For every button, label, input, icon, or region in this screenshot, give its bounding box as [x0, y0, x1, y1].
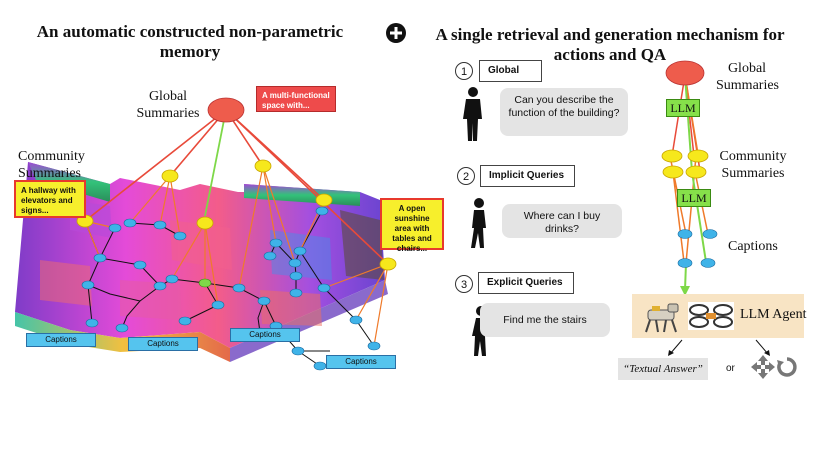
step-number: 3: [455, 275, 473, 293]
retrieval-path-green: [204, 109, 227, 217]
caption-box: Captions: [128, 337, 198, 351]
caption-box: Captions: [230, 328, 300, 342]
drone-icon: [688, 302, 734, 330]
community-to-caption-edges: [84, 165, 389, 347]
callout-global-summary: A multi-functional space with...: [256, 86, 336, 112]
global-to-community-edges: [84, 109, 389, 265]
llm-box-1: LLM: [666, 99, 700, 117]
global-summary-node: [207, 97, 245, 123]
left-community-summaries-label: Community Summaries: [18, 149, 85, 181]
right-global-summaries-label: Global Summaries: [716, 61, 779, 93]
rotate-icon: [776, 356, 798, 378]
callout-hallway: A hallway with elevators and signs...: [14, 180, 86, 218]
question-bubble-1: Can you describe the function of the bui…: [500, 88, 628, 136]
question-bubble-2: Where can I buy drinks?: [502, 204, 622, 238]
llm-agent-label: LLM Agent: [740, 307, 807, 322]
llm-box-2: LLM: [677, 189, 711, 207]
callout-sunshine-area: A open sunshine area with tables and cha…: [380, 198, 444, 253]
caption-box: Captions: [26, 333, 96, 347]
step-number: 2: [457, 167, 475, 185]
right-captions-label: Captions: [728, 239, 778, 254]
person-icon: [462, 86, 484, 142]
textual-answer-box: “Textual Answer”: [618, 358, 708, 380]
step-label-global: Global: [479, 60, 542, 82]
person-icon: [468, 198, 490, 250]
move-arrows-icon: [750, 354, 776, 380]
step-label-explicit: Explicit Queries: [478, 272, 574, 294]
community-summary-nodes: [76, 159, 397, 271]
step-label-implicit: Implicit Queries: [480, 165, 575, 187]
question-bubble-3: Find me the stairs: [480, 303, 610, 337]
plus-circle-icon: [386, 23, 406, 43]
robot-dog-icon: [638, 296, 684, 336]
left-title: An automatic constructed non-parametric …: [36, 22, 344, 61]
or-label: or: [726, 363, 735, 374]
retrieval-hierarchy-graph: [661, 60, 718, 296]
output-arrows: [668, 339, 770, 356]
retrieved-caption-node: [198, 278, 212, 288]
left-global-summaries-label: Global Summaries: [136, 89, 200, 121]
right-community-summaries-label: Community Summaries: [719, 149, 787, 181]
right-title: A single retrieval and generation mechan…: [435, 25, 785, 64]
step-number: 1: [455, 62, 473, 80]
caption-box: Captions: [326, 355, 396, 369]
